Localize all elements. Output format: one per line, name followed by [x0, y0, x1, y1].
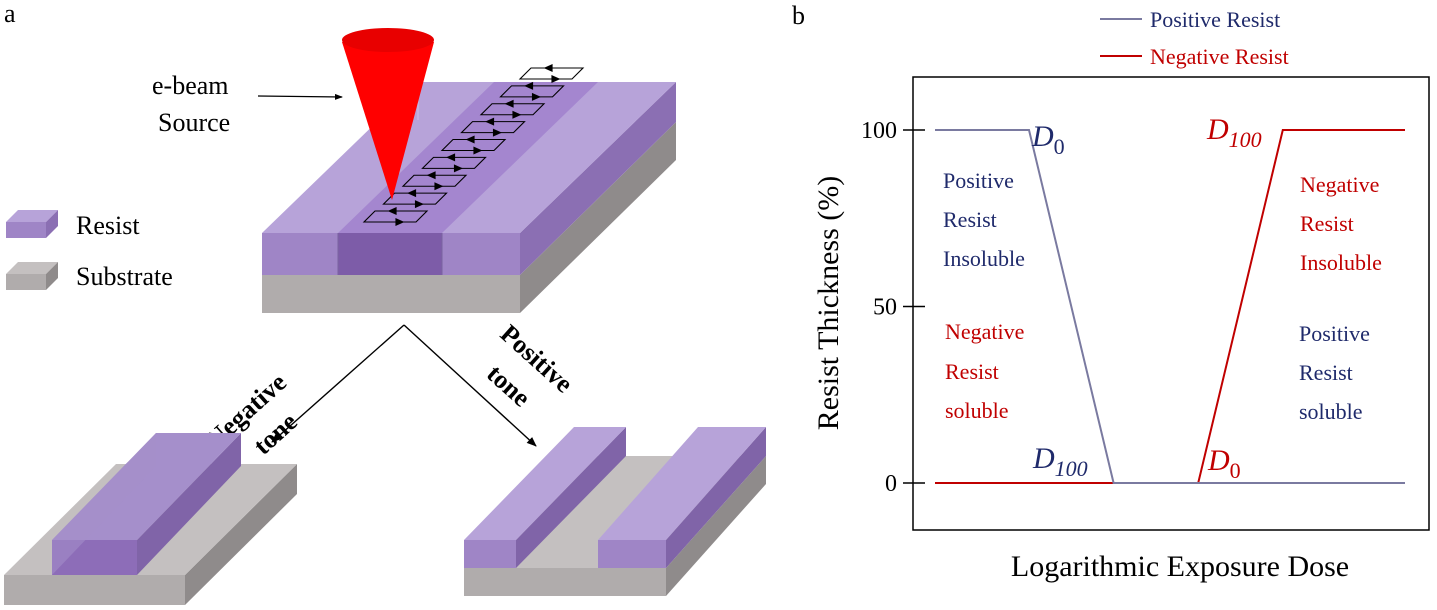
- neg-insoluble-line2: Resist: [1300, 211, 1354, 236]
- legend-resist-label: Resist: [76, 211, 140, 240]
- legend-resist-swatch: [6, 222, 46, 238]
- y-tick-label: 50: [873, 295, 897, 321]
- series-layer: [935, 129, 1405, 484]
- main-substrate-front: [262, 275, 520, 313]
- neg-insoluble-line3: Insoluble: [1300, 250, 1382, 275]
- neg-soluble-line2: Resist: [945, 359, 999, 384]
- y-tick-label: 0: [885, 471, 897, 497]
- scan-arrow-back: [387, 207, 397, 215]
- d100-positive-label: D100: [1032, 442, 1088, 481]
- neg-resist-translucent-side: [52, 433, 156, 575]
- scan-arrow-forward: [453, 164, 463, 173]
- pos-resist-left-top: [464, 427, 626, 540]
- pos-insoluble-line2: Resist: [943, 207, 997, 232]
- legend-positive-label: Positive Resist: [1150, 7, 1280, 32]
- d0-negative-label: D0: [1207, 444, 1241, 483]
- pos-insoluble-line3: Insoluble: [943, 246, 1025, 271]
- legend-resist-swatch-top: [6, 210, 58, 222]
- pos-soluble-line2: Resist: [1299, 360, 1353, 385]
- scan-arrow-back: [426, 171, 436, 180]
- scan-arrow-forward: [473, 146, 483, 155]
- ebeam-cone: [342, 35, 434, 200]
- y-axis-label: Resist Thickness (%): [812, 176, 845, 430]
- scan-arrow-back: [504, 99, 514, 108]
- pos-substrate-front: [464, 568, 666, 596]
- panel-a-label: a: [4, 0, 16, 28]
- ebeam-cone-top: [342, 28, 434, 52]
- legend-substrate-swatch-top: [6, 262, 58, 274]
- scan-pattern: [362, 64, 585, 226]
- neg-insoluble-line1: Negative: [1300, 172, 1379, 197]
- legend-substrate-label: Substrate: [76, 262, 173, 291]
- neg-soluble-line3: soluble: [945, 398, 1009, 423]
- scan-arrow-back: [485, 117, 495, 126]
- scan-arrow-forward: [434, 182, 444, 191]
- y-axis-ticks: 0 50 100: [861, 118, 925, 497]
- series-line-negative-resist: [935, 129, 1405, 484]
- main-resist-side: [520, 82, 676, 275]
- legend-negative-label: Negative Resist: [1150, 44, 1289, 69]
- legend-substrate-swatch-side: [46, 262, 58, 290]
- neg-substrate-front: [4, 575, 185, 605]
- y-tick-label: 100: [861, 118, 897, 144]
- d0-positive-label: D0: [1031, 120, 1065, 159]
- scan-arrow-forward: [512, 110, 522, 119]
- neg-substrate-side: [185, 464, 297, 605]
- positive-tone-result: [464, 427, 766, 596]
- pos-soluble-text: Positive Resist soluble: [1299, 321, 1370, 424]
- main-substrate-side: [520, 122, 676, 313]
- scan-arrow-forward: [531, 92, 541, 101]
- exposed-stripe-front: [338, 233, 442, 275]
- scan-arrow-forward: [395, 218, 405, 226]
- pos-resist-right-top: [598, 427, 766, 540]
- panel-a: a e-beam Source: [4, 0, 766, 605]
- panel-a-legend: Resist Substrate: [6, 210, 173, 291]
- plot-frame: [912, 76, 1430, 531]
- scan-arrow-back: [543, 64, 553, 72]
- pos-insoluble-text: Positive Resist Insoluble: [943, 168, 1025, 271]
- pos-soluble-line1: Positive: [1299, 321, 1370, 346]
- scan-arrow-back: [446, 153, 456, 162]
- series-line-positive-resist: [935, 129, 1405, 484]
- neg-insoluble-text: Negative Resist Insoluble: [1300, 172, 1382, 275]
- x-axis-label: Logarithmic Exposure Dose: [1011, 550, 1349, 583]
- neg-resist-side: [137, 433, 241, 575]
- scan-arrow-forward: [414, 200, 424, 209]
- pos-resist-right-side: [666, 427, 766, 568]
- pos-soluble-line3: soluble: [1299, 399, 1363, 424]
- pos-resist-left-front: [464, 540, 516, 568]
- pos-resist-left-side: [516, 427, 626, 568]
- negative-tone-arrow: [271, 324, 405, 443]
- scan-arrow-back: [465, 135, 475, 144]
- scan-arrow-back: [524, 81, 534, 90]
- pos-insoluble-line1: Positive: [943, 168, 1014, 193]
- ebeam-pointer-arrow: [257, 93, 343, 100]
- negative-tone-result: [4, 433, 297, 605]
- chart-legend: Positive Resist Negative Resist: [1100, 7, 1289, 69]
- legend-substrate-swatch: [6, 274, 46, 290]
- scan-arrow-back: [407, 189, 417, 198]
- legend-resist-swatch-side: [46, 210, 58, 238]
- pos-substrate-side: [666, 456, 766, 596]
- d100-negative-label: D100: [1206, 113, 1262, 152]
- ebeam-label-line1: e-beam: [152, 71, 229, 100]
- neg-soluble-line1: Negative: [945, 319, 1024, 344]
- positive-tone-arrow: [403, 324, 537, 447]
- panel-b: b Positive Resist Negative Resist 0 50 100…: [792, 1, 1430, 583]
- ebeam-label-line2: Source: [158, 108, 230, 137]
- scan-arrow-forward: [551, 75, 561, 83]
- neg-soluble-text: Negative Resist soluble: [945, 319, 1024, 423]
- scan-arrow-forward: [492, 128, 502, 137]
- main-stack: [262, 28, 676, 313]
- panel-b-label: b: [792, 1, 805, 30]
- pos-resist-right-front: [598, 540, 666, 568]
